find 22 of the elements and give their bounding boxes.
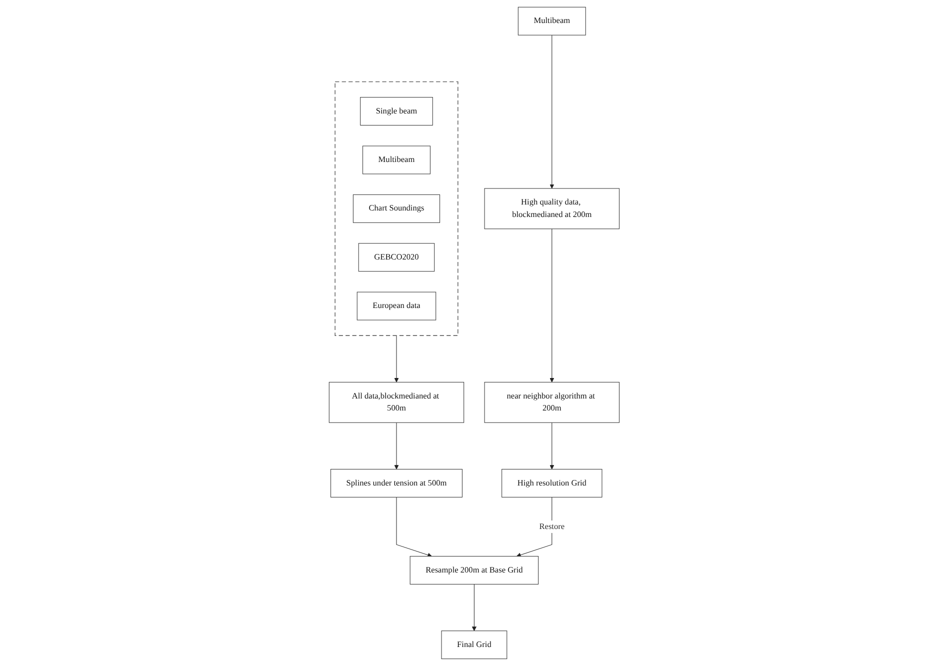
node-box: All data,blockmedianed at 500m: [328, 382, 464, 423]
arrow: [394, 335, 399, 382]
node-box: near neighbor algorithm at 200m: [484, 382, 620, 423]
node-box: Resample 200m at Base Grid: [410, 556, 538, 584]
node-box: European data: [356, 292, 436, 320]
node-box: High quality data, blockmedianed at 200m: [484, 188, 620, 230]
node-box: Final Grid: [441, 630, 507, 660]
arrow: [549, 34, 554, 189]
node-box: Single beam: [360, 97, 433, 126]
arrow: [394, 422, 399, 470]
cluster: [334, 81, 458, 336]
node-box: Multibeam: [518, 6, 586, 36]
node-box: Splines under tension at 500m: [330, 468, 462, 498]
arrow: [549, 228, 554, 382]
arrow: [549, 422, 554, 470]
node-box: Chart Soundings: [352, 194, 440, 223]
edge-label: Restore: [539, 522, 564, 531]
node-box: Multibeam: [362, 146, 430, 174]
arrow: [472, 584, 476, 632]
node-box: GEBCO2020: [358, 243, 434, 272]
node-box: High resolution Grid: [501, 468, 602, 498]
arrow: [396, 496, 432, 558]
